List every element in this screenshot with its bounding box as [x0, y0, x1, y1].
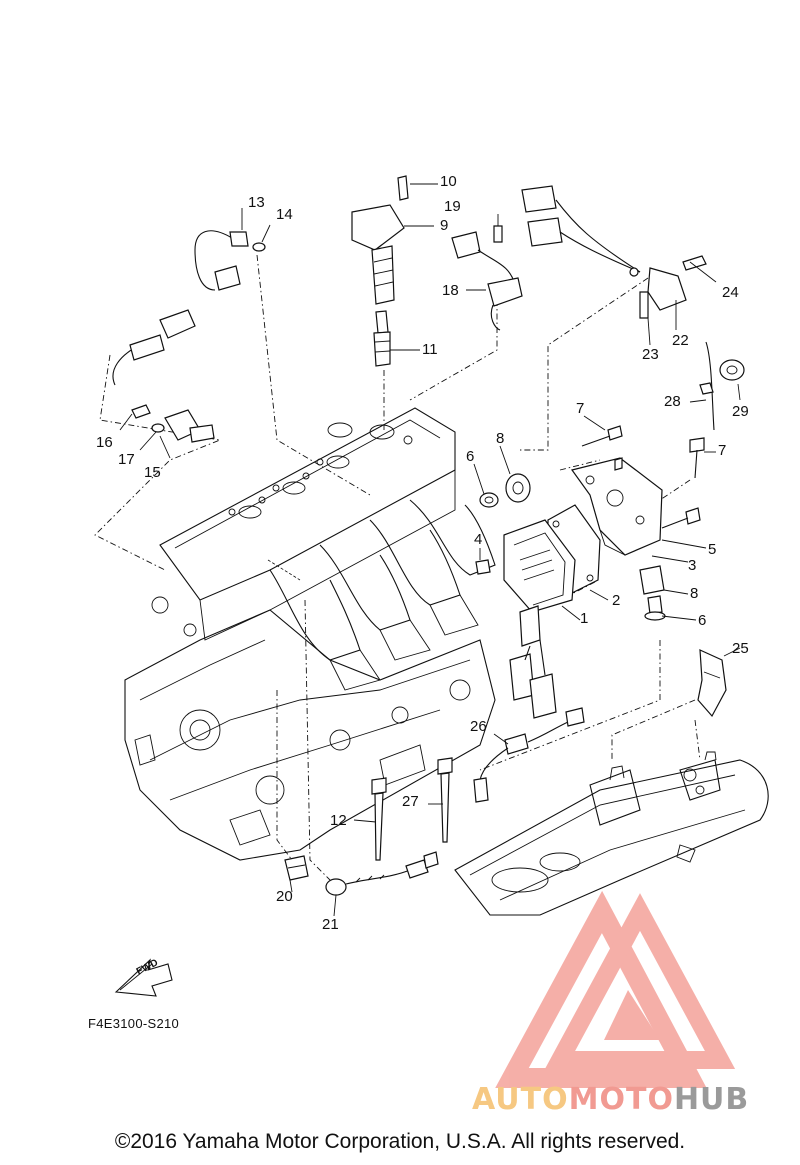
callout-8b: 8	[690, 585, 699, 602]
callout-7b: 7	[718, 442, 727, 459]
callout-pointers	[119, 183, 741, 917]
part-15-sensor	[112, 309, 215, 443]
callout-15: 15	[144, 464, 161, 481]
callout-9: 9	[440, 217, 449, 234]
part-4-bolt	[475, 559, 491, 575]
callout-13: 13	[248, 194, 265, 211]
leader-lines	[94, 254, 701, 881]
callout-10: 10	[440, 173, 457, 190]
watermark-text-moto: MOTO	[568, 1082, 674, 1117]
watermark-text-auto: AUTO	[472, 1082, 569, 1117]
part-18-sensor	[451, 225, 523, 331]
watermark-logo	[495, 890, 736, 1088]
exhaust-manifold-pipe	[454, 751, 769, 916]
part-3-bracket	[570, 457, 663, 556]
part-12-cable-tie	[371, 777, 387, 861]
callout-14: 14	[276, 206, 293, 223]
part-29-grommet	[719, 359, 745, 381]
part-8-mount	[505, 473, 531, 503]
copyright-notice: ©2016 Yamaha Motor Corporation, U.S.A. A…	[114, 1130, 686, 1153]
callout-17: 17	[118, 451, 135, 468]
callout-27: 27	[402, 793, 419, 810]
callout-11: 11	[422, 341, 438, 358]
part-6-collar	[479, 492, 499, 508]
part-9-ignition-coil	[351, 175, 409, 305]
part-26-sensor	[473, 707, 585, 803]
callout-8: 8	[496, 430, 505, 447]
part-1-ecu	[503, 519, 576, 719]
callout-18: 18	[442, 282, 459, 299]
diagram-code: F4E3100-S210	[88, 1016, 180, 1031]
callout-21: 21	[322, 916, 339, 933]
part-13-sensor	[194, 230, 266, 291]
part-21-sensor	[325, 851, 439, 896]
callout-28: 28	[664, 393, 681, 410]
callout-19: 19	[444, 198, 461, 215]
watermark-text: AUTOMOTOHUB	[472, 1082, 749, 1117]
callout-2: 2	[612, 592, 621, 609]
part-22-sensor	[521, 185, 707, 319]
part-5-bolt	[661, 507, 701, 529]
part-6-collar-b	[644, 595, 666, 621]
part-27-cable-tie	[437, 757, 453, 843]
callout-12: 12	[330, 812, 347, 829]
part-28-band	[699, 341, 715, 431]
callout-16: 16	[96, 434, 113, 451]
callout-6: 6	[466, 448, 475, 465]
engine-block	[124, 407, 496, 861]
callout-25: 25	[732, 640, 749, 657]
part-7-bolt-b	[689, 437, 705, 479]
watermark-text-hub: HUB	[673, 1082, 750, 1117]
callout-23: 23	[642, 346, 659, 363]
callout-20: 20	[276, 888, 293, 905]
callout-26: 26	[470, 718, 487, 735]
callout-4: 4	[474, 531, 483, 548]
callout-29: 29	[732, 403, 749, 420]
callout-1: 1	[580, 610, 589, 627]
fwd-arrow-icon	[114, 958, 173, 997]
callout-24: 24	[722, 284, 739, 301]
part-25-clip	[697, 649, 727, 718]
part-20-sensor	[284, 855, 309, 881]
part-11-spark-plug	[373, 310, 391, 367]
callout-3: 3	[688, 557, 697, 574]
part-7-bolt	[581, 425, 623, 447]
part-8-mount-b	[639, 565, 665, 595]
callout-6b: 6	[698, 612, 707, 629]
callout-22: 22	[672, 332, 689, 349]
callout-7: 7	[576, 400, 585, 417]
callout-5: 5	[708, 541, 717, 558]
